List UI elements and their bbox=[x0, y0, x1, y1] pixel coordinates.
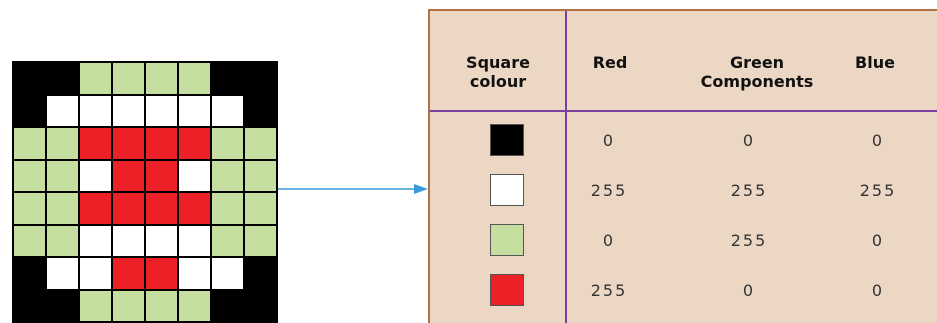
colour-swatch bbox=[490, 174, 524, 206]
pixel-cell bbox=[46, 127, 79, 160]
pixel-cell bbox=[13, 224, 46, 257]
value-blue: 255 bbox=[859, 181, 897, 200]
header-divider bbox=[430, 110, 937, 112]
pixel-cell bbox=[79, 257, 112, 290]
value-blue: 0 bbox=[871, 131, 885, 150]
pixel-cell bbox=[211, 94, 244, 127]
pixel-cell bbox=[211, 62, 244, 95]
colour-swatch bbox=[490, 274, 524, 306]
pixel-cell bbox=[178, 192, 211, 225]
pixel-cell bbox=[244, 127, 277, 160]
column-divider bbox=[565, 11, 567, 323]
value-green: 255 bbox=[730, 181, 768, 200]
pixel-cell bbox=[79, 159, 112, 192]
pixel-cell bbox=[112, 94, 145, 127]
pixel-cell bbox=[13, 192, 46, 225]
pixel-cell bbox=[112, 224, 145, 257]
pixel-cell bbox=[46, 192, 79, 225]
pixel-cell bbox=[79, 94, 112, 127]
value-red: 255 bbox=[590, 281, 628, 300]
header-square-colour: Square colour bbox=[466, 53, 530, 91]
pixel-cell bbox=[46, 224, 79, 257]
pixel-cell bbox=[145, 192, 178, 225]
header-red: Red bbox=[592, 53, 628, 72]
pixel-cell bbox=[244, 62, 277, 95]
pixel-cell bbox=[211, 289, 244, 322]
pixel-cell bbox=[178, 257, 211, 290]
pixel-cell bbox=[145, 159, 178, 192]
value-red: 0 bbox=[602, 131, 616, 150]
pixel-cell bbox=[79, 224, 112, 257]
value-red: 255 bbox=[590, 181, 628, 200]
pixel-cell bbox=[112, 257, 145, 290]
colour-swatch bbox=[490, 224, 524, 256]
value-green: 0 bbox=[742, 281, 756, 300]
pixel-cell bbox=[13, 257, 46, 290]
pixel-cell bbox=[79, 62, 112, 95]
pixel-cell bbox=[244, 159, 277, 192]
pixel-cell bbox=[46, 159, 79, 192]
pixel-cell bbox=[79, 127, 112, 160]
pixel-cell bbox=[112, 192, 145, 225]
colour-swatch bbox=[490, 124, 524, 156]
pixel-cell bbox=[145, 94, 178, 127]
pixel-cell bbox=[145, 127, 178, 160]
pixel-cell bbox=[145, 289, 178, 322]
pixel-cell bbox=[13, 289, 46, 322]
pixel-cell bbox=[211, 257, 244, 290]
value-green: 255 bbox=[730, 231, 768, 250]
pixel-cell bbox=[79, 289, 112, 322]
header-blue: Blue bbox=[855, 53, 895, 72]
pixel-cell bbox=[178, 159, 211, 192]
value-green: 0 bbox=[742, 131, 756, 150]
pixel-cell bbox=[112, 62, 145, 95]
pixel-cell bbox=[13, 159, 46, 192]
pixel-cell bbox=[145, 224, 178, 257]
pixel-cell bbox=[244, 224, 277, 257]
header-green-components: Green Components bbox=[700, 53, 814, 91]
rgb-components-table: Square colour Red Green Components Blue … bbox=[428, 9, 937, 323]
pixel-cell bbox=[145, 62, 178, 95]
pixel-cell bbox=[112, 159, 145, 192]
pixel-image-grid bbox=[12, 61, 278, 323]
pixel-cell bbox=[46, 94, 79, 127]
pixel-cell bbox=[244, 257, 277, 290]
pixel-cell bbox=[112, 127, 145, 160]
pixel-cell bbox=[178, 224, 211, 257]
pixel-cell bbox=[211, 159, 244, 192]
pixel-cell bbox=[244, 289, 277, 322]
pixel-cell bbox=[13, 127, 46, 160]
pixel-cell bbox=[46, 62, 79, 95]
pixel-cell bbox=[178, 127, 211, 160]
value-red: 0 bbox=[602, 231, 616, 250]
value-blue: 0 bbox=[871, 231, 885, 250]
pixel-cell bbox=[178, 62, 211, 95]
pixel-cell bbox=[13, 62, 46, 95]
pixel-cell bbox=[211, 192, 244, 225]
pixel-cell bbox=[211, 224, 244, 257]
pixel-cell bbox=[244, 192, 277, 225]
pixel-cell bbox=[178, 94, 211, 127]
pixel-cell bbox=[145, 257, 178, 290]
arrow-connector bbox=[278, 184, 428, 194]
pixel-cell bbox=[13, 94, 46, 127]
pixel-cell bbox=[112, 289, 145, 322]
value-blue: 0 bbox=[871, 281, 885, 300]
pixel-cell bbox=[211, 127, 244, 160]
pixel-cell bbox=[178, 289, 211, 322]
pixel-cell bbox=[46, 257, 79, 290]
pixel-cell bbox=[46, 289, 79, 322]
pixel-cell bbox=[244, 94, 277, 127]
pixel-cell bbox=[79, 192, 112, 225]
